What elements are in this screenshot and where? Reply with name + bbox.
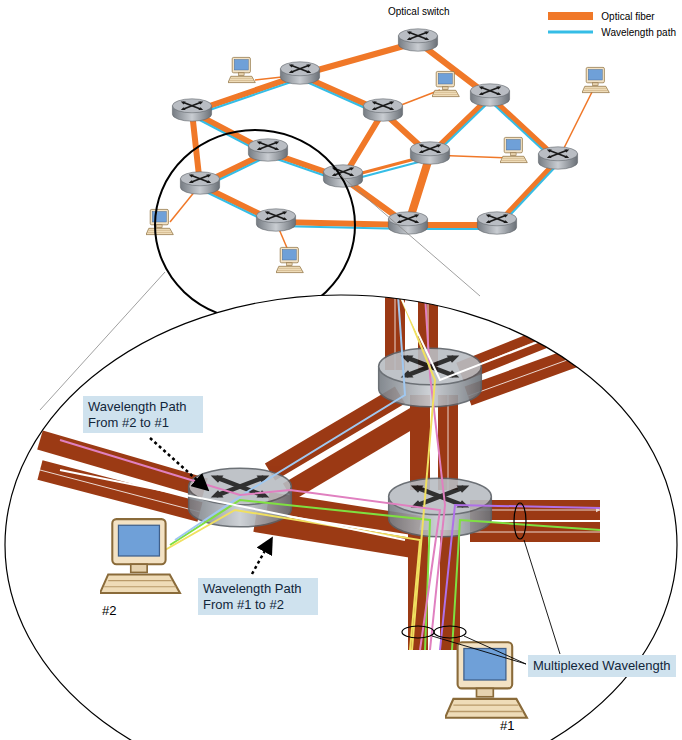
callout-text: Wavelength Path From #2 to #1 — [88, 399, 198, 430]
callout-box: Wavelength Path From #2 to #1 — [83, 396, 203, 433]
legend-text: Wavelength path — [601, 27, 676, 38]
callout-text: Multiplexed Wavelength — [533, 658, 671, 674]
legend-row: Wavelength path — [548, 24, 676, 40]
computer-number: #2 — [102, 603, 116, 618]
callout-box: Wavelength Path From #1 to #2 — [198, 578, 318, 615]
callout-box: Multiplexed Wavelength — [528, 655, 676, 677]
legend-text: Optical fiber — [601, 11, 654, 22]
callout-text: Wavelength Path From #1 to #2 — [203, 581, 313, 612]
switch-label: Optical switch — [388, 6, 450, 17]
computer-number: #1 — [500, 718, 514, 733]
legend: Optical fiberWavelength path — [548, 8, 676, 40]
legend-row: Optical fiber — [548, 8, 676, 24]
legend-line — [548, 28, 593, 36]
legend-swatch — [548, 12, 593, 20]
